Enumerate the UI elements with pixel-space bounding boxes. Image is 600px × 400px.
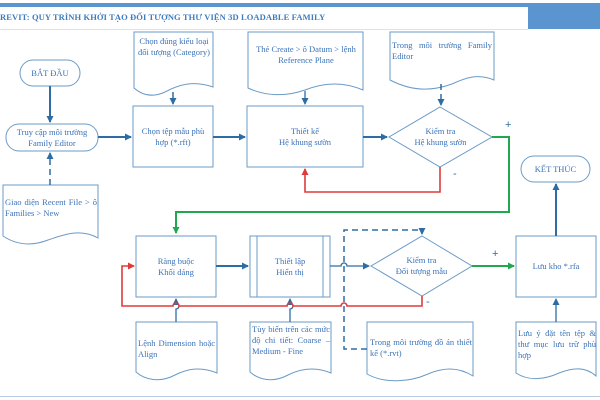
note-reference-plane: Thẻ Create > ô Datum > lệnh Reference Pl… [256,44,356,65]
check-object-line2: Đối tượng mẫu [395,266,448,276]
check-frame-label: Kiểm tra Hệ khung sườn [389,107,492,167]
display-setup-label: Thiết lập Hiển thị [250,236,330,297]
note-project-env-shape [366,321,474,382]
note-recent-file: Giao diện Recent File > ô Families > New [5,197,97,218]
title-divider [0,29,528,30]
path-frame-pass [172,136,510,234]
frame-fail-sign: - [453,168,457,180]
note-recent-file-shape [2,184,99,245]
note-family-editor-shape [389,31,495,90]
save-rfa-label: Lưu kho *.rfa [532,261,580,271]
check-object-label: Kiểm tra Đối tượng mẫu [371,236,472,296]
check-object-line1: Kiểm tra [406,255,437,265]
design-frame-line1: Thiết kế [290,125,320,136]
save-rfa-process [515,235,597,298]
note-category: Chọn đúng kiểu loại đối tượng (Category) [138,36,210,57]
connector-project-env [343,228,426,350]
object-pass-sign: + [492,248,499,260]
header-bar [0,3,600,7]
end-terminator [520,155,591,183]
note-reference-plane-shape [247,31,364,96]
note-naming-shape [515,321,597,380]
start-label: BẮT ĐẦU [31,67,69,78]
arrow-display-to-check [330,262,370,270]
note-family-editor: Trong môi trường Family Editor [392,40,492,61]
constraints-line2: Khối dáng [158,266,194,277]
note-category-shape [133,31,214,96]
note-detail-levels-shape [249,321,332,381]
choose-template-process [132,105,214,168]
check-frame-line2: Hệ khung sườn [414,137,467,147]
note-dimension: Lệnh Dimension hoặc Align [138,338,215,359]
constraints-line1: Ràng buộc [157,255,195,266]
display-setup-process [249,235,331,298]
design-frame-process [246,105,364,168]
constraints-process [135,235,217,298]
access-editor-label: Truy cập môi trường Family Editor [16,126,88,148]
display-setup-line1: Thiết lập [274,255,306,266]
check-frame-line1: Kiểm tra [425,126,456,136]
end-label: KẾT THÚC [534,163,577,174]
bottom-divider [0,396,600,397]
note-naming: Lưu ý đặt tên tệp & thư mục lưu trữ phù … [518,328,596,360]
note-detail-levels: Tùy biến trên các mức độ chi tiết: Coars… [252,324,330,356]
frame-pass-sign: + [505,119,512,131]
design-frame-line2: Hệ khung sườn [278,136,332,147]
path-object-fail [121,262,423,307]
choose-template-label: Chọn tệp mẫu phù hợp (*.rft) [141,125,205,147]
path-frame-fail [301,167,441,193]
constraints-label: Ràng buộc Khối dáng [136,236,216,297]
object-fail-sign: - [426,296,430,308]
display-setup-line2: Hiển thị [276,266,304,277]
header-bar-accent [528,7,600,29]
page-title: REVIT: QUY TRÌNH KHỞI TẠO ĐỐI TƯỢNG THƯ … [0,12,326,22]
note-project-env: Trong môi trường đồ án thiết kế (*.rvt) [370,337,472,358]
design-frame-label: Thiết kế Hệ khung sườn [247,106,363,167]
note-dimension-shape [135,321,218,381]
